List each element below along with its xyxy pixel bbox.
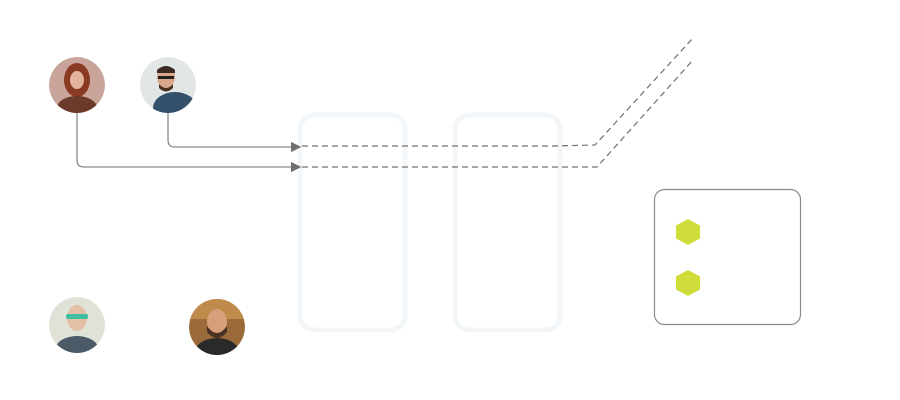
ghost-panel (452, 112, 563, 333)
avatar-man-green-glasses (49, 297, 105, 353)
ghost-panel (297, 112, 408, 333)
hexagon-icon (676, 270, 700, 296)
hexagon-icon (676, 219, 700, 245)
legend-box (653, 188, 802, 326)
avatar-man-glasses (140, 57, 196, 113)
connector-line (167, 113, 302, 153)
avatar-woman-red-hair (49, 57, 105, 113)
avatar-man-beard (189, 299, 245, 355)
connector-line (76, 113, 302, 173)
dashed-path (302, 37, 694, 147)
dashed-path (302, 59, 694, 168)
